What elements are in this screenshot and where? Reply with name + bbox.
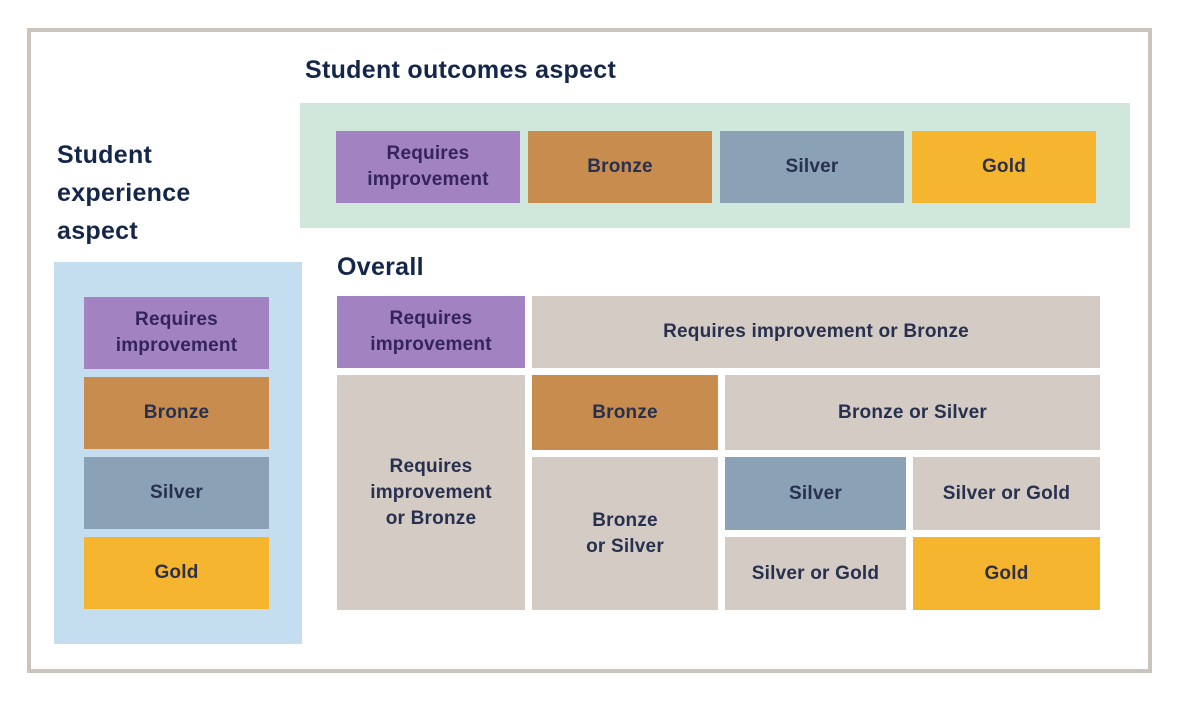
rating-label: Requires improvement bbox=[115, 309, 238, 356]
cell-label: Gold bbox=[984, 562, 1029, 584]
cell-label: Bronze or Silver bbox=[838, 401, 987, 423]
rating-label: Silver bbox=[785, 156, 839, 177]
cell-label: Silver or Gold bbox=[942, 482, 1071, 504]
rating-label: Gold bbox=[154, 562, 199, 583]
experience-rating-bronze: Bronze bbox=[84, 377, 269, 449]
overall-cell-silver-or-gold-bottom: Silver or Gold bbox=[725, 537, 906, 610]
overall-cell-requires-improvement-or-bronze-left: Requires improvement or Bronze bbox=[337, 375, 525, 610]
overall-cell-bronze: Bronze bbox=[532, 375, 718, 450]
rating-label: Bronze bbox=[143, 402, 210, 423]
cell-label: Bronze bbox=[592, 401, 658, 423]
outcomes-rating-gold: Gold bbox=[912, 131, 1096, 203]
outcomes-rating-bronze: Bronze bbox=[528, 131, 712, 203]
cell-label: Requires improvement bbox=[370, 308, 492, 355]
experience-rating-requires-improvement: Requires improvement bbox=[84, 297, 269, 369]
cell-label: Silver bbox=[789, 482, 842, 504]
cell-label: Silver or Gold bbox=[751, 562, 880, 584]
rating-label: Requires improvement bbox=[367, 143, 489, 190]
outcomes-rating-silver: Silver bbox=[720, 131, 904, 203]
experience-rating-silver: Silver bbox=[84, 457, 269, 529]
overall-cell-silver-or-gold-right: Silver or Gold bbox=[913, 457, 1100, 530]
overall-cell-requires-improvement-or-bronze-top: Requires improvement or Bronze bbox=[532, 296, 1100, 368]
outcomes-band: Requires improvement Bronze Silver Gold bbox=[300, 103, 1130, 228]
rating-label: Bronze bbox=[587, 156, 653, 177]
overall-cell-bronze-or-silver-left: Bronze or Silver bbox=[532, 457, 718, 610]
outcomes-axis-title: Student outcomes aspect bbox=[305, 56, 617, 84]
overall-cell-requires-improvement: Requires improvement bbox=[337, 296, 525, 368]
rating-label: Gold bbox=[981, 156, 1027, 177]
outcomes-rating-requires-improvement: Requires improvement bbox=[336, 131, 520, 203]
overall-title: Overall bbox=[337, 253, 424, 281]
cell-label: Bronze or Silver bbox=[586, 509, 664, 557]
cell-label: Requires improvement or Bronze bbox=[663, 321, 969, 342]
overall-cell-bronze-or-silver-top: Bronze or Silver bbox=[725, 375, 1100, 450]
overall-cell-gold: Gold bbox=[913, 537, 1100, 610]
rating-label: Silver bbox=[150, 482, 203, 503]
experience-axis-title: Student experience aspect bbox=[57, 141, 191, 245]
experience-band: Requires improvement Bronze Silver Gold bbox=[54, 262, 302, 644]
experience-rating-gold: Gold bbox=[84, 537, 269, 609]
cell-label: Requires improvement or Bronze bbox=[370, 455, 492, 529]
overall-cell-silver: Silver bbox=[725, 457, 906, 530]
overall-grid: Requires improvement Requires improvemen… bbox=[337, 296, 1100, 610]
